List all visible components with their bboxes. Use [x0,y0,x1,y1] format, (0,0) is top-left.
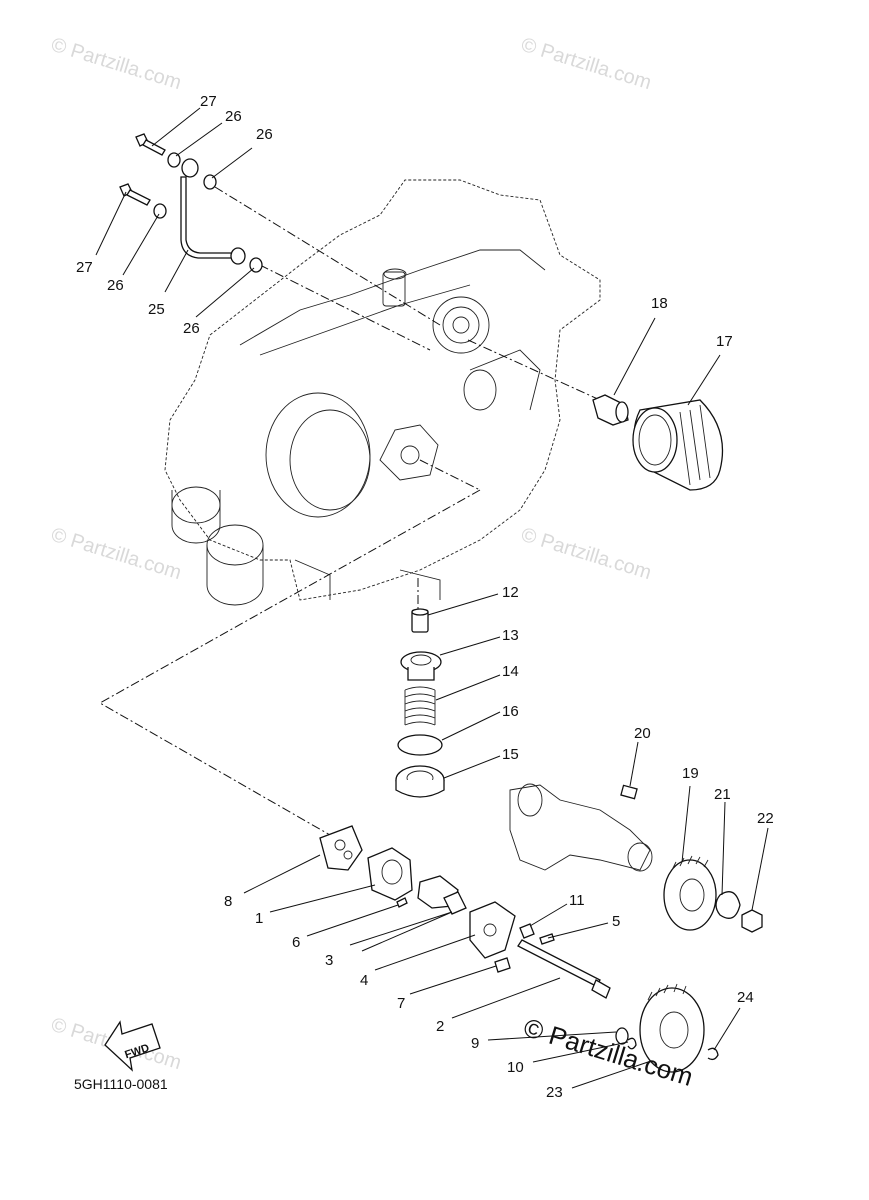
washer-26b [203,174,217,190]
callout-20: 20 [634,725,651,742]
callout-26a: 26 [225,108,242,125]
screw-11 [519,923,535,939]
callout-19: 19 [682,765,699,782]
callout-18: 18 [651,295,668,312]
callout-27a: 27 [200,93,217,110]
oil-pipe-25 [180,158,246,265]
washer-26a [167,152,181,168]
washer-26c [153,203,167,219]
key-20 [620,784,638,800]
fwd-arrow-icon: FWD [104,1020,161,1072]
washer-9 [615,1027,629,1045]
diagram-code: 5GH1110-0081 [74,1076,168,1092]
shaft-2 [517,939,611,999]
pump-cover-1 [367,847,413,901]
strainer-12 [411,608,429,633]
callout-21: 21 [714,786,731,803]
callout-2: 2 [436,1018,444,1035]
callout-15: 15 [502,746,519,763]
callout-11: 11 [569,892,585,909]
callout-12: 12 [502,584,519,601]
pin-5 [539,933,555,945]
crankcase-cover [164,179,601,606]
callout-26c: 26 [107,277,124,294]
callout-17: 17 [716,333,733,350]
bolt-27a [135,133,166,156]
callout-4: 4 [360,972,368,989]
pump-body-4 [469,901,516,959]
callout-5: 5 [612,913,620,930]
gear-23 [639,983,705,1073]
clip-10 [627,1037,637,1050]
watermarks: © Partzilla.com © Partzilla.com © Partzi… [49,34,654,1074]
seal-15 [395,765,445,798]
callout-8: 8 [224,893,232,910]
oil-filter-17 [632,399,724,491]
callout-25: 25 [148,301,165,318]
watermark: © Partzilla.com [519,524,654,584]
callout-22: 22 [757,810,774,827]
callout-10: 10 [507,1059,524,1076]
callout-7: 7 [397,995,405,1012]
callout-3: 3 [325,952,333,969]
gasket-8 [319,825,363,871]
watermark: © Partzilla.com [49,34,184,94]
watermark: © Partzilla.com [519,34,654,94]
clip-24 [707,1047,719,1061]
callout-13: 13 [502,627,519,644]
callout-1: 1 [255,910,263,927]
pump-housing [509,783,653,872]
pin-6 [396,897,408,908]
watermark: © Partzilla.com [49,524,184,584]
assembly-lines [98,186,601,836]
spring-14 [404,686,436,726]
rotor-3 [349,875,467,952]
leader-lines [95,107,769,1089]
callout-23: 23 [546,1084,563,1101]
callout-16: 16 [502,703,519,720]
gear-19 [663,855,717,931]
callout-26b: 26 [256,126,273,143]
callout-6: 6 [292,934,300,951]
bolt-27b [119,183,151,206]
callout-24: 24 [737,989,754,1006]
o-ring-16 [397,734,443,756]
plug-13 [400,651,442,681]
nut-22 [741,909,763,933]
union-bolt-18 [592,394,629,426]
callouts: 27 26 26 27 26 25 26 18 17 12 13 14 16 1… [76,93,774,1101]
callout-9: 9 [471,1035,479,1052]
callout-27b: 27 [76,259,93,276]
washer-21 [715,891,741,919]
callout-26d: 26 [183,320,200,337]
screw-7 [494,957,511,973]
callout-14: 14 [502,663,519,680]
